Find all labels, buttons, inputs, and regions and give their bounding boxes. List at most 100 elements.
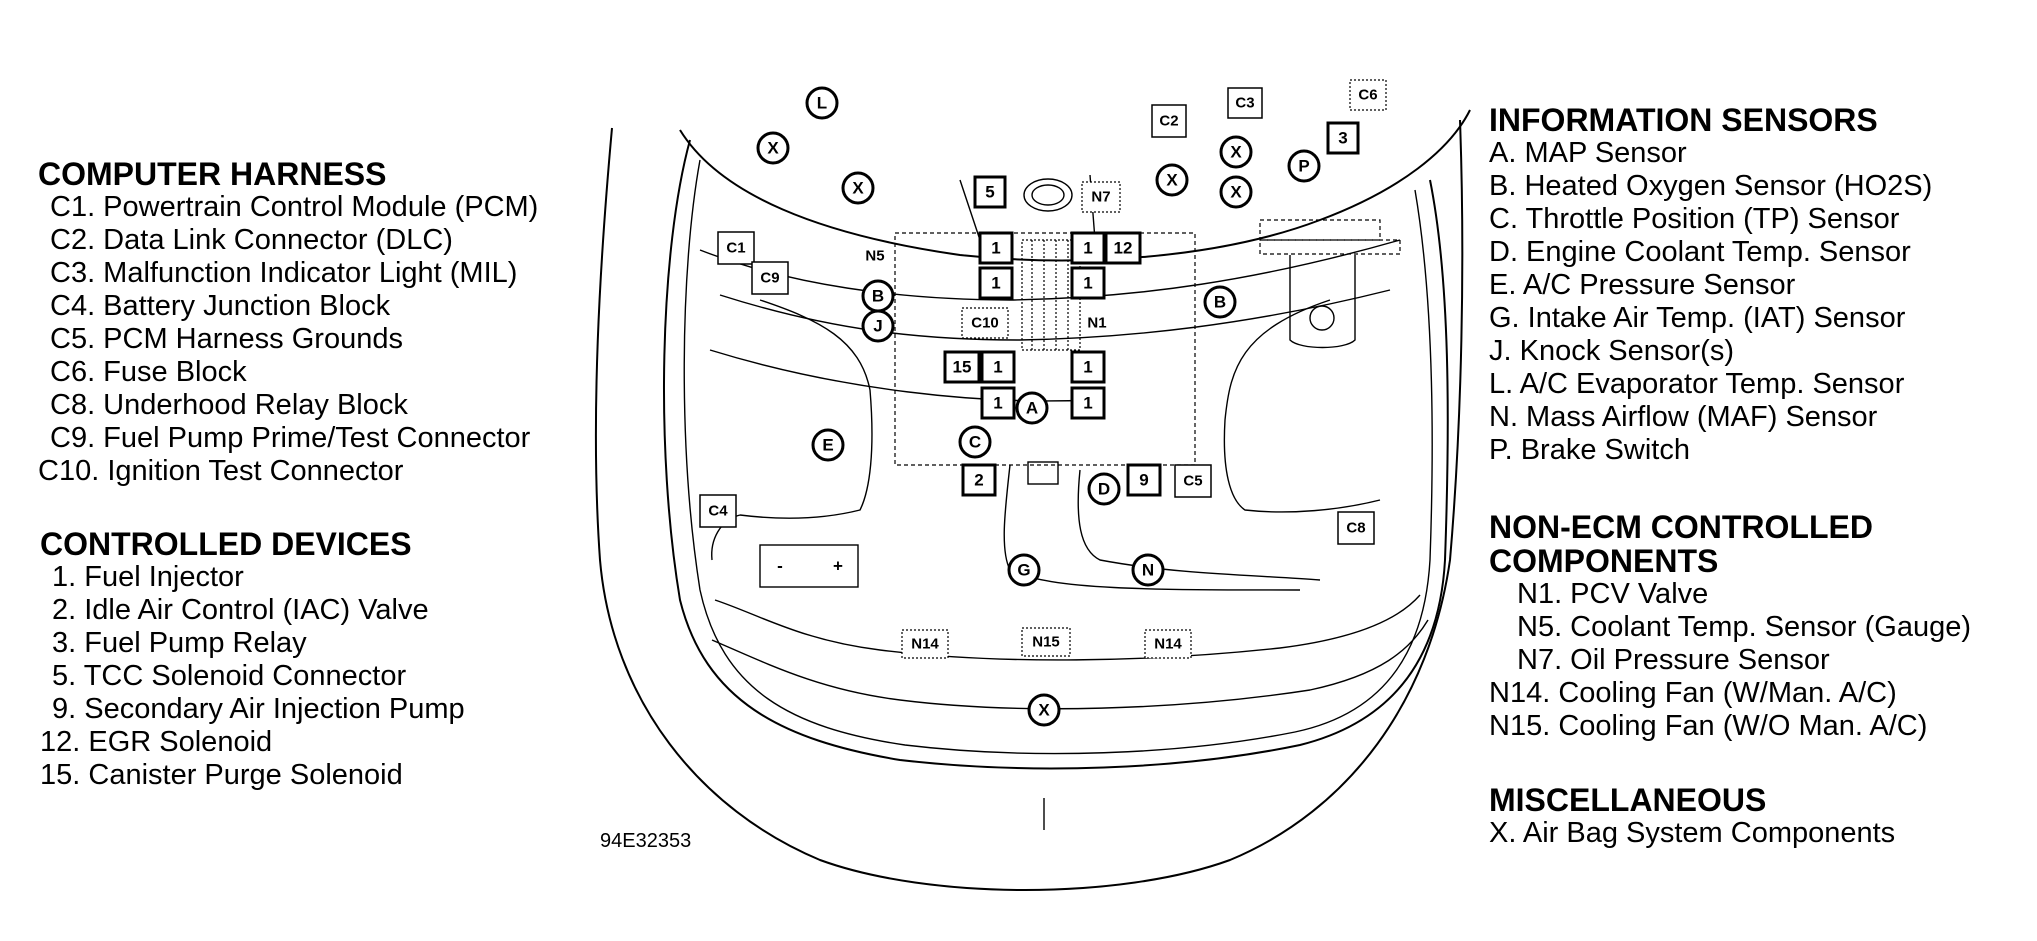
legend-item: L. A/C Evaporator Temp. Sensor bbox=[1489, 368, 1905, 400]
device-1-marker: 1 bbox=[980, 350, 1016, 384]
sensor-e-label: E bbox=[822, 436, 833, 455]
legend-controlled-devices: CONTROLLED DEVICES 1. Fuel Injector 2. I… bbox=[40, 527, 465, 792]
legend-title: COMPUTER HARNESS bbox=[38, 156, 387, 192]
device-2-label: 2 bbox=[974, 471, 983, 490]
device-1-marker: 1 bbox=[980, 386, 1016, 420]
brake-master-cylinder bbox=[1289, 255, 1356, 349]
legend-item: C9. Fuel Pump Prime/Test Connector bbox=[50, 422, 531, 454]
airbag-x-label: X bbox=[852, 179, 864, 198]
sensor-c-label: C bbox=[969, 433, 981, 452]
legend-item: 2. Idle Air Control (IAC) Valve bbox=[52, 594, 429, 626]
connector-c9-marker: C9 bbox=[751, 261, 789, 295]
legend-item: G. Intake Air Temp. (IAT) Sensor bbox=[1489, 302, 1906, 334]
sensor-c-marker: C bbox=[958, 425, 992, 459]
oil-filler-cap bbox=[1023, 178, 1073, 212]
legend-item: C6. Fuse Block bbox=[50, 356, 247, 388]
device-15-label: 15 bbox=[953, 358, 972, 377]
component-n7-marker: N7 bbox=[1081, 181, 1121, 213]
device-1-label: 1 bbox=[991, 239, 1000, 258]
sensor-g-marker: G bbox=[1007, 553, 1041, 587]
sensor-b-label: B bbox=[872, 287, 884, 306]
device-12-label: 12 bbox=[1114, 239, 1133, 258]
device-1-marker: 1 bbox=[1070, 266, 1106, 300]
legend-item: 15. Canister Purge Solenoid bbox=[40, 759, 403, 791]
legend-item: P. Brake Switch bbox=[1489, 434, 1690, 466]
connector-c9-label: C9 bbox=[760, 270, 779, 287]
legend-item: C2. Data Link Connector (DLC) bbox=[50, 224, 453, 256]
legend-item: B. Heated Oxygen Sensor (HO2S) bbox=[1489, 170, 1933, 202]
sensor-l-marker: L bbox=[805, 86, 839, 120]
device-2-marker: 2 bbox=[961, 463, 997, 497]
legend-item: N7. Oil Pressure Sensor bbox=[1517, 644, 1830, 676]
connector-c1-label: C1 bbox=[726, 240, 745, 257]
sensor-e-marker: E bbox=[811, 428, 845, 462]
airbag-x-marker: X bbox=[1155, 163, 1189, 197]
legend-item: N. Mass Airflow (MAF) Sensor bbox=[1489, 401, 1878, 433]
device-15-marker: 15 bbox=[943, 350, 981, 384]
airbag-x-label: X bbox=[1230, 143, 1242, 162]
device-1-label: 1 bbox=[1083, 394, 1092, 413]
component-n14-marker: N14 bbox=[901, 629, 949, 659]
airbag-x-marker: X bbox=[841, 171, 875, 205]
device-1-label: 1 bbox=[1083, 274, 1092, 293]
legend-item: C4. Battery Junction Block bbox=[50, 290, 391, 322]
connector-c2-marker: C2 bbox=[1151, 104, 1187, 138]
connector-c10-marker: C10 bbox=[961, 307, 1009, 339]
figure-code: 94E32353 bbox=[600, 830, 691, 852]
connector-c6-marker: C6 bbox=[1349, 79, 1387, 111]
component-n14-label: N14 bbox=[1154, 636, 1182, 653]
device-1-marker: 1 bbox=[1070, 231, 1106, 265]
connector-markers: C2 C3 C6 C1 C9 C10 C4 C5 C8 bbox=[699, 79, 1387, 545]
legend-item: 5. TCC Solenoid Connector bbox=[52, 660, 407, 692]
connector-c8-label: C8 bbox=[1346, 520, 1365, 537]
device-1-label: 1 bbox=[1083, 358, 1092, 377]
connector-c4-marker: C4 bbox=[699, 494, 737, 528]
legend-item: N15. Cooling Fan (W/O Man. A/C) bbox=[1489, 710, 1928, 742]
legend-title-line1: NON-ECM CONTROLLED bbox=[1489, 509, 1873, 545]
legend-item: X. Air Bag System Components bbox=[1489, 817, 1896, 849]
legend-item: C10. Ignition Test Connector bbox=[38, 455, 404, 487]
device-3-marker: 3 bbox=[1326, 121, 1360, 155]
legend-item: C3. Malfunction Indicator Light (MIL) bbox=[50, 257, 518, 289]
device-9-label: 9 bbox=[1139, 471, 1148, 490]
legend-non-ecm-components: NON-ECM CONTROLLED COMPONENTS N1. PCV Va… bbox=[1489, 510, 1971, 743]
component-n14-label: N14 bbox=[911, 636, 939, 653]
connector-c3-marker: C3 bbox=[1227, 87, 1263, 119]
device-1-label: 1 bbox=[993, 358, 1002, 377]
airbag-x-label: X bbox=[1230, 183, 1242, 202]
connector-c6-label: C6 bbox=[1358, 87, 1377, 104]
legend-computer-harness: COMPUTER HARNESS C1. Powertrain Control … bbox=[38, 157, 538, 488]
component-n1-label: N1 bbox=[1087, 315, 1106, 332]
connector-c10-label: C10 bbox=[971, 315, 999, 332]
sensor-p-label: P bbox=[1298, 157, 1309, 176]
airbag-x-marker: X bbox=[1219, 175, 1253, 209]
device-1-marker: 1 bbox=[978, 231, 1014, 265]
airbag-x-label: X bbox=[1166, 171, 1178, 190]
legend-item: C. Throttle Position (TP) Sensor bbox=[1489, 203, 1900, 235]
device-1-label: 1 bbox=[991, 274, 1000, 293]
sensor-a-label: A bbox=[1026, 399, 1038, 418]
component-n5-label: N5 bbox=[865, 248, 884, 265]
legend-item: 1. Fuel Injector bbox=[52, 561, 244, 593]
sensor-b-marker: B bbox=[861, 279, 895, 313]
legend-title-line2: COMPONENTS bbox=[1489, 543, 1719, 579]
connector-c8-marker: C8 bbox=[1337, 511, 1375, 545]
battery: - + bbox=[759, 544, 859, 588]
legend-item: N14. Cooling Fan (W/Man. A/C) bbox=[1489, 677, 1897, 709]
engine-block: - + bbox=[759, 174, 1401, 588]
device-markers: 5 3 1 1 1 12 1 15 1 1 1 1 2 9 bbox=[943, 121, 1360, 497]
sensor-d-label: D bbox=[1098, 480, 1110, 499]
legend-title: MISCELLANEOUS bbox=[1489, 782, 1767, 818]
sensor-b-marker: B bbox=[1203, 285, 1237, 319]
legend-title: INFORMATION SENSORS bbox=[1489, 102, 1878, 138]
legend-information-sensors: INFORMATION SENSORS A. MAP Sensor B. Hea… bbox=[1489, 103, 1932, 467]
legend-miscellaneous: MISCELLANEOUS X. Air Bag System Componen… bbox=[1489, 783, 1895, 850]
component-n15-marker: N15 bbox=[1021, 627, 1071, 657]
legend-item: A. MAP Sensor bbox=[1489, 137, 1687, 169]
device-1-label: 1 bbox=[1083, 239, 1092, 258]
connector-c2-label: C2 bbox=[1159, 113, 1178, 130]
device-12-marker: 12 bbox=[1104, 231, 1142, 265]
sensor-markers: L X X X X X X P B B J E A C D G N bbox=[756, 86, 1321, 727]
legend-item: 12. EGR Solenoid bbox=[40, 726, 273, 758]
